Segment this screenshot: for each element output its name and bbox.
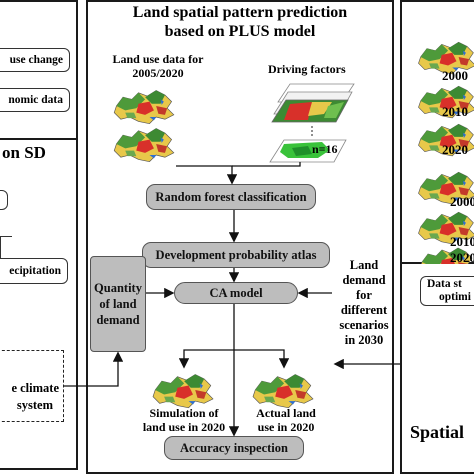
actual-label-line1: Actual land [256,406,316,420]
driving-factors-label: Driving factors [268,62,346,76]
left-connector [0,236,12,237]
left-small-box [0,190,8,210]
quantity-line3: demand [96,313,140,327]
land-use-change-box: use change [0,48,70,72]
arrow-icon [176,165,238,185]
center-title-line2: based on PLUS model [164,23,316,40]
center-title-line1: Land spatial pattern prediction [132,4,348,21]
layer-stack-icon [269,83,355,163]
simulation-label-line2: land use in 2020 [142,420,226,434]
climate-box-line1: e climate [11,381,59,395]
accuracy-inspection-label: Accuracy inspection [180,440,288,455]
random-forest-box: Random forest classification [146,184,316,210]
data-box-line1: Data st [427,278,462,290]
right-year-2020: 2020 [442,142,468,157]
demand-line3: for [356,288,372,302]
precipitation-label: ecipitation [9,265,61,277]
demand-line6: in 2030 [344,333,384,347]
random-forest-label: Random forest classification [155,189,307,204]
land-use-change-label: use change [9,54,63,66]
arrow-icon [178,349,234,369]
climate-box-line2: system [16,398,53,412]
left-section-title: on SD [2,143,46,162]
precipitation-box: ecipitation [0,258,68,284]
simulation-label-line1: Simulation of [149,406,219,420]
quantity-line2: of land [99,297,137,311]
left-connector-2 [0,236,1,258]
n-count-label: n=16 [312,142,338,156]
arrow-icon [64,351,124,387]
demand-line1: Land [349,258,379,272]
socioeconomic-data-label: nomic data [8,94,63,106]
arrow-icon [232,162,301,167]
development-probability-label: Development probability atlas [155,247,317,262]
climate-system-box: e climate system [0,350,64,422]
right-year-2010b: 2010 [450,234,474,249]
left-panel [0,0,78,470]
right-year-2000b: 2000 [450,194,474,209]
data-structure-box: Data st optimi [420,276,474,306]
scenario-demand-text: Land demand for different scenarios in 2… [334,258,394,348]
socioeconomic-data-box: nomic data [0,88,70,112]
quantity-line1: Quantity [94,281,142,295]
data-box-line2: optimi [439,291,471,303]
ca-model-label: CA model [209,285,263,300]
land-use-label-line1: Land use data for [112,52,204,66]
right-bottom-title: Spatial [410,422,465,442]
left-divider [0,138,78,140]
land-use-label-line2: 2005/2020 [132,66,184,80]
demand-line5: scenarios [339,318,389,332]
demand-line4: different [340,303,388,317]
actual-label-line2: use in 2020 [257,420,315,434]
arrow-icon [234,349,290,369]
demand-line2: demand [342,273,386,287]
center-panel [86,0,394,474]
right-year-2020b: 2020 [450,250,474,265]
right-year-2010: 2010 [442,104,468,119]
right-year-2000: 2000 [442,68,468,83]
